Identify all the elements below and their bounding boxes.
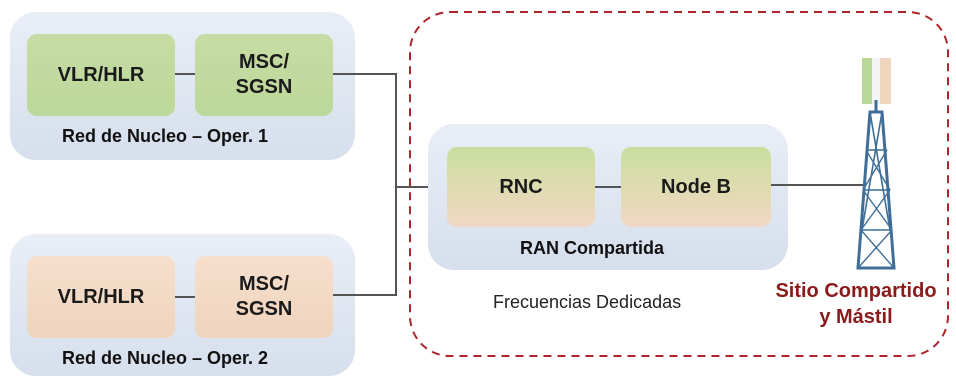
connector-vlr-msc-operator-1 [175, 73, 195, 75]
shared-ran-caption: RAN Compartida [520, 238, 665, 258]
sgsn-label: SGSN [235, 76, 293, 98]
shared-site-line1: Sitio Compartido [775, 280, 937, 302]
vlr-hlr-label: VLR/HLR [57, 285, 145, 308]
connector-msc2-out [333, 294, 397, 296]
core-network-caption-operator-1: Red de Nucleo – Oper. 1 [62, 126, 269, 146]
shared-site-label: Sitio Compartido y Mástil [756, 278, 956, 330]
rnc-box: RNC [447, 147, 595, 227]
shared-site-line2: y Mástil [819, 306, 893, 328]
connector-msc1-out [333, 73, 397, 75]
msc-sgsn-box-operator-1: MSC/ SGSN [195, 34, 333, 116]
node-b-label: Node B [661, 175, 731, 198]
connector-bracket [395, 73, 397, 296]
connector-to-rnc [395, 186, 447, 188]
vlr-hlr-box-operator-1: VLR/HLR [27, 34, 175, 116]
sgsn-label: SGSN [235, 298, 293, 320]
connector-nodeb-tower [771, 184, 863, 186]
frequencies-label: Frecuencias Dedicadas [493, 292, 682, 312]
vlr-hlr-box-operator-2: VLR/HLR [27, 256, 175, 338]
vlr-hlr-label: VLR/HLR [57, 63, 145, 86]
msc-label: MSC/ [239, 273, 289, 295]
msc-label: MSC/ [239, 51, 289, 73]
connector-rnc-nodeb [595, 186, 621, 188]
msc-sgsn-box-operator-2: MSC/ SGSN [195, 256, 333, 338]
core-network-caption-operator-2: Red de Nucleo – Oper. 2 [62, 348, 269, 368]
connector-vlr-msc-operator-2 [175, 296, 195, 298]
node-b-box: Node B [621, 147, 771, 227]
rnc-label: RNC [499, 175, 543, 198]
